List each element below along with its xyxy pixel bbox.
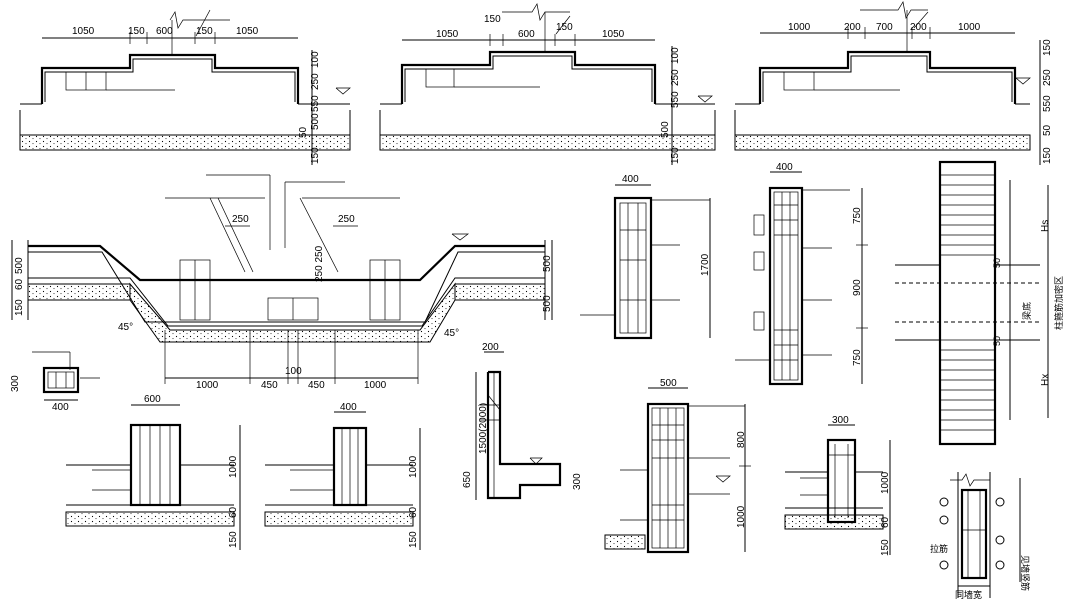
detail-7-thin-wall: 200 1500(2000) 650 300 — [462, 342, 583, 500]
angle-45-right: 45° — [444, 328, 459, 339]
dim-300-pier: 300 — [832, 415, 849, 426]
dim-150-a: 150 — [484, 14, 501, 25]
dim-600-pier: 600 — [144, 394, 161, 405]
detail-3-strip-footing: 1000 200 700 200 1000 150 250 550 50 150 — [734, 1, 1053, 165]
dim-150-right: 150 — [196, 26, 213, 37]
dim-550-b: 550 — [670, 91, 681, 108]
dim-250-right: 250 — [338, 214, 355, 225]
dim-150-bottom-b: 150 — [670, 147, 681, 164]
dim-150-bottom-c: 150 — [1042, 147, 1053, 164]
dim-1050-b: 1050 — [602, 29, 625, 40]
detail-6-pier-400: 400 1000 60 150 — [264, 402, 421, 550]
detail-2-strip-footing: 150 150 1050 600 1050 100 250 550 500 15… — [379, 3, 716, 165]
dim-250-left: 250 — [232, 214, 249, 225]
detail-1-strip-footing: 1050 150 600 150 1050 100 250 550 500 50… — [19, 9, 351, 165]
dim-550-c: 550 — [1042, 95, 1053, 112]
dim-400-col: 400 — [622, 174, 639, 185]
dim-250-250: 250 250 — [314, 245, 325, 282]
dim-1050-left: 1050 — [72, 26, 95, 37]
detail-5-pier-600: 600 1000 60 150 — [65, 394, 241, 550]
dim-1000-b: 1000 — [958, 22, 981, 33]
dim-1000-col: 1000 — [736, 505, 747, 528]
dim-1000-pit-left: 1000 — [196, 380, 219, 391]
detail-13-wall-plan: 同墙宽 拉筋 见墙竖筋 — [930, 472, 1031, 600]
dim-300-wall: 300 — [572, 473, 583, 490]
label-hs: Hs — [1040, 220, 1051, 232]
dim-500-b: 500 — [660, 121, 671, 138]
dim-60: 60 — [14, 278, 25, 290]
dim-550: 550 — [310, 95, 321, 112]
detail-8-column-1700: 400 1700 — [580, 174, 711, 340]
dim-600: 600 — [156, 26, 173, 37]
angle-45-left: 45° — [118, 322, 133, 333]
dim-50-c: 50 — [1042, 124, 1053, 136]
dim-150-pier: 150 — [228, 531, 239, 548]
label-hx: Hx — [1040, 374, 1051, 386]
dim-800: 800 — [736, 431, 747, 448]
dim-750-bottom: 750 — [852, 349, 863, 366]
dim-150-pier-c: 150 — [880, 539, 891, 556]
dim-500-pit-right-a: 500 — [542, 255, 553, 272]
detail-9-column-tall: 400 750 900 750 — [735, 162, 868, 386]
dim-500-pit-left: 500 — [14, 257, 25, 274]
detail-4-sunken-pit: 250 250 250 250 1000 450 100 450 1000 45… — [11, 174, 553, 391]
dim-450-right: 450 — [308, 380, 325, 391]
dim-650: 650 — [462, 471, 473, 488]
dim-1500-2000: 1500(2000) — [478, 403, 489, 454]
dim-150-pier-b: 150 — [408, 531, 419, 548]
dim-150-c: 150 — [1042, 39, 1053, 56]
dim-1000-pit-right: 1000 — [364, 380, 387, 391]
dim-50-bottom: 50 — [992, 336, 1002, 346]
dim-150-b: 150 — [556, 22, 573, 33]
label-col-zone: 柱箍筋加密区 — [1053, 276, 1064, 330]
dim-60-pier-b: 60 — [408, 506, 419, 518]
label-tie-bar: 拉筋 — [930, 543, 948, 554]
dim-1050-right: 1050 — [236, 26, 259, 37]
dim-150-left: 150 — [128, 26, 145, 37]
dim-250-c: 250 — [1042, 69, 1053, 86]
label-dist-bar: 见墙竖筋 — [1020, 555, 1031, 591]
detail-11-column-500: 500 800 1000 — [604, 378, 751, 554]
dim-700: 700 — [876, 22, 893, 33]
dim-50-top: 50 — [992, 258, 1002, 268]
dim-100-b: 100 — [670, 47, 681, 64]
dim-60-pier: 60 — [228, 506, 239, 518]
label-wall-width: 同墙宽 — [955, 589, 982, 600]
label-beam-bottom: 梁底 — [1021, 302, 1032, 320]
dim-200-b: 200 — [910, 22, 927, 33]
dim-150-pit: 150 — [14, 299, 25, 316]
dim-450-left: 450 — [261, 380, 278, 391]
dim-250-b: 250 — [670, 69, 681, 86]
dim-400-pier: 400 — [340, 402, 357, 413]
dim-400-tall: 400 — [776, 162, 793, 173]
dim-500: 500 — [310, 113, 321, 130]
dim-600-b: 600 — [518, 29, 535, 40]
dim-1000-pier: 1000 — [228, 455, 239, 478]
dim-1050-a: 1050 — [436, 29, 459, 40]
dim-400-small: 400 — [52, 402, 69, 413]
dim-60-pier-c: 60 — [880, 516, 891, 528]
dim-1000-pier-b: 1000 — [408, 455, 419, 478]
dim-200-wall: 200 — [482, 342, 499, 353]
dim-1000-a: 1000 — [788, 22, 811, 33]
detail-small-beam-section: 400 300 — [10, 351, 100, 413]
dim-500-pit-right-b: 500 — [542, 295, 553, 312]
dim-50: 50 — [298, 126, 309, 138]
dim-100: 100 — [310, 51, 321, 68]
dim-250: 250 — [310, 73, 321, 90]
dim-1700: 1700 — [700, 253, 711, 276]
dim-750-top: 750 — [852, 207, 863, 224]
detail-12-pier-300: 300 1000 60 150 — [784, 415, 891, 556]
dim-150-bottom: 150 — [310, 147, 321, 164]
dim-200-a: 200 — [844, 22, 861, 33]
dim-900: 900 — [852, 279, 863, 296]
dim-1000-pier-c: 1000 — [880, 471, 891, 494]
dim-100-pit: 100 — [285, 366, 302, 377]
dim-500-col: 500 — [660, 378, 677, 389]
dim-300-small: 300 — [10, 375, 21, 392]
detail-10-column-elevation: Hs Hx 50 50 梁底 柱箍筋加密区 — [895, 160, 1064, 446]
